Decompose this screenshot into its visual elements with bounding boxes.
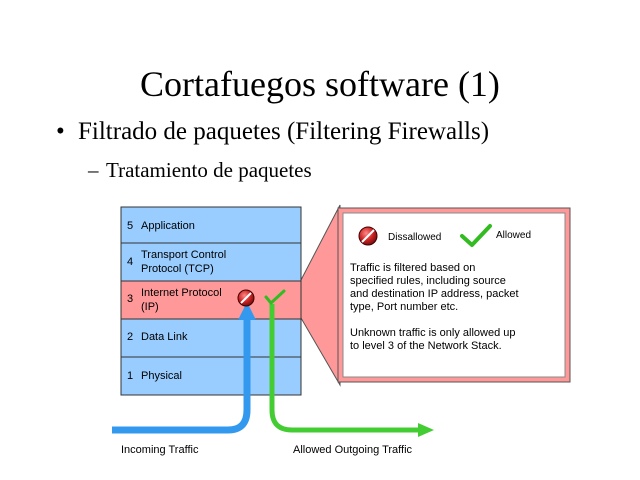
outgoing-traffic-arrow xyxy=(269,304,434,437)
check-icon xyxy=(264,289,286,305)
slide-title: Cortafuegos software (1) xyxy=(140,64,500,104)
layer-5-box xyxy=(120,206,302,244)
subbullet-dash: – xyxy=(88,158,99,182)
callout-para1-line3: and destination IP address, packet xyxy=(350,288,519,300)
bullet-text: Filtrado de paquetes (Filtering Firewall… xyxy=(78,118,490,145)
layer-2-label: Data Link xyxy=(141,331,188,343)
legend-disallowed-label: Dissallowed xyxy=(388,232,441,243)
bullet-item: • Filtrado de paquetes (Filtering Firewal… xyxy=(56,116,489,148)
callout-para2-line2: to level 3 of the Network Stack. xyxy=(350,340,502,352)
callout-para1-line1: Traffic is filtered based on xyxy=(350,262,475,274)
layer-3-label-line1: Internet Protocol xyxy=(141,287,222,299)
layer-3-label-line2: (IP) xyxy=(141,301,159,313)
layer-1-num: 1 xyxy=(127,370,133,382)
layer-4-label-line2: Protocol (TCP) xyxy=(141,263,214,275)
callout-para1-line4: type, Port number etc. xyxy=(350,301,458,313)
callout-para1-line2: specified rules, including source xyxy=(350,275,506,287)
callout-text: Traffic is filtered based on specified r… xyxy=(350,262,519,352)
layer-2-num: 2 xyxy=(127,331,133,343)
incoming-traffic-label: Incoming Traffic xyxy=(121,444,199,456)
incoming-traffic-arrow xyxy=(112,302,256,434)
legend-allowed: Allowed xyxy=(460,224,531,247)
subbullet-text: Tratamiento de paquetes xyxy=(106,158,312,182)
subbullet-item: –Tratamiento de paquetes xyxy=(88,156,312,184)
layer-4-box xyxy=(120,242,302,282)
layer-3-num: 3 xyxy=(127,293,133,305)
callout-para2-line1: Unknown traffic is only allowed up xyxy=(350,327,516,339)
layer-4-label-line1: Transport Control xyxy=(141,249,226,261)
legend-disallowed: Dissallowed xyxy=(358,226,441,246)
check-icon xyxy=(460,224,492,247)
callout-connector xyxy=(300,204,341,387)
layer-5-num: 5 xyxy=(127,220,133,232)
stack-labels: 5 Application 4 Transport Control Protoc… xyxy=(127,220,226,382)
layer-1-label: Physical xyxy=(141,370,182,382)
legend-allowed-label: Allowed xyxy=(496,230,531,241)
bullet-dot: • xyxy=(56,118,65,145)
outgoing-traffic-label: Allowed Outgoing Traffic xyxy=(293,444,413,456)
no-entry-icon xyxy=(237,289,255,307)
layer-5-label: Application xyxy=(141,220,195,232)
layer-4-num: 4 xyxy=(127,256,133,268)
layer-3-box xyxy=(120,280,302,320)
